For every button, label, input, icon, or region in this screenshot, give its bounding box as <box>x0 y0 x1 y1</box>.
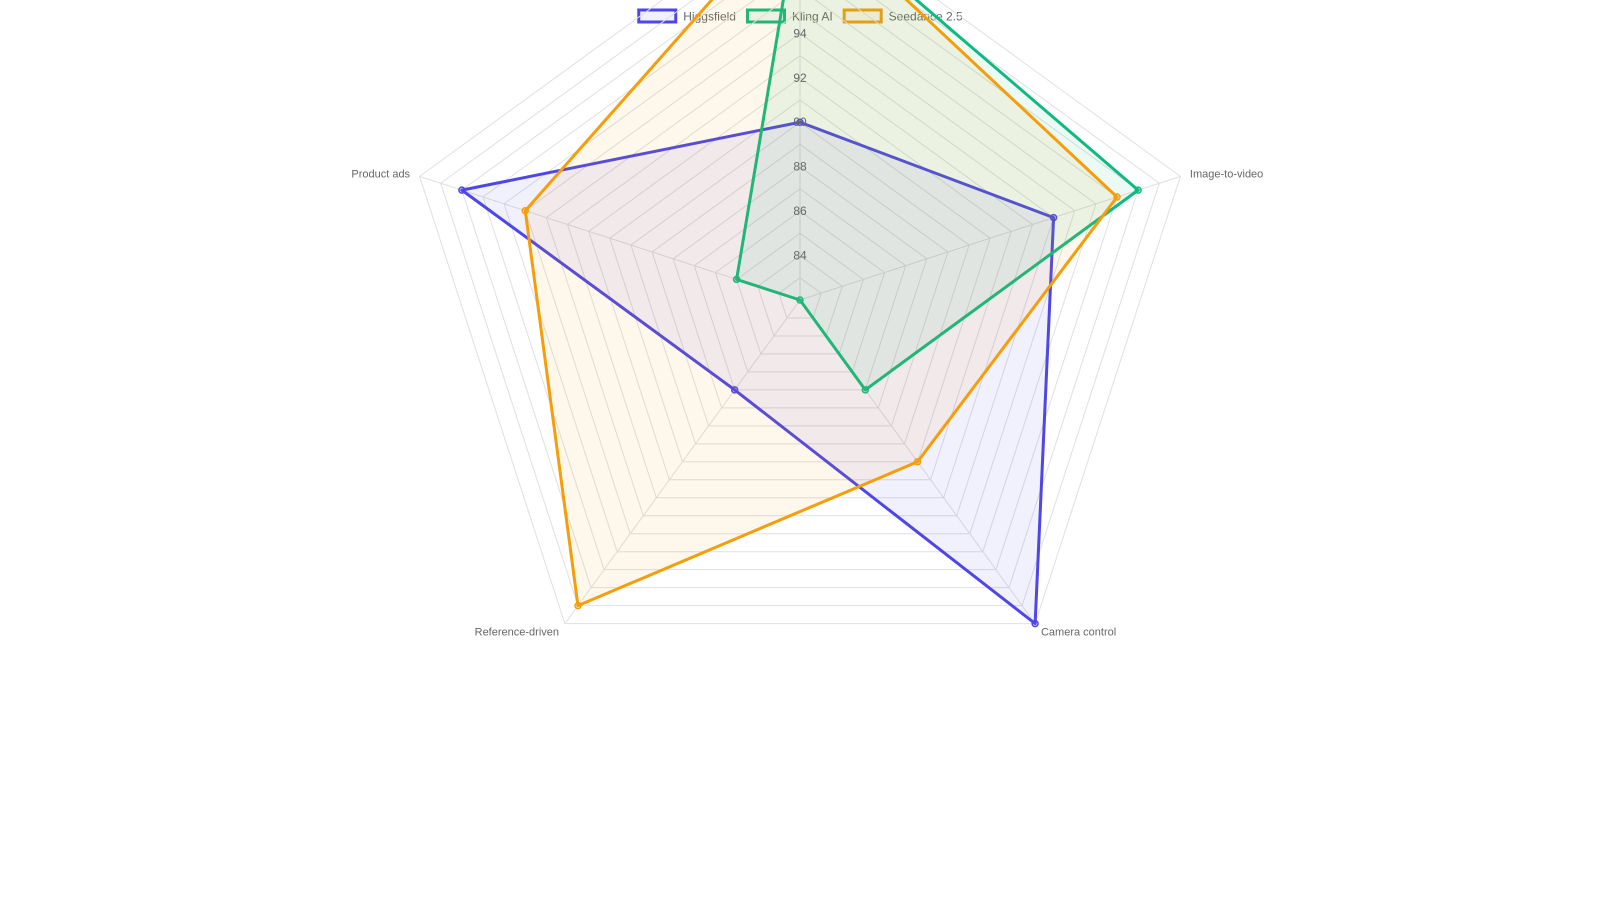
spoke-line <box>564 299 801 624</box>
data-point[interactable] <box>1049 213 1058 222</box>
grid-ring <box>693 188 907 391</box>
data-point[interactable] <box>1113 193 1121 201</box>
grid-ring <box>651 143 949 427</box>
data-point[interactable] <box>861 386 870 394</box>
legend-swatch <box>745 8 786 24</box>
series-seedance-2-5 <box>521 0 1121 610</box>
grid-ring <box>672 166 928 409</box>
tick-label: 94 <box>793 26 807 40</box>
axis-label: Camera control <box>1041 627 1116 639</box>
data-point[interactable] <box>796 118 804 126</box>
grid-ring <box>736 232 864 355</box>
series-higgsfield <box>458 118 1058 628</box>
grid-ring <box>524 10 1076 535</box>
legend-item-kling-ai[interactable]: Kling AI <box>745 8 833 24</box>
data-point[interactable] <box>730 386 739 394</box>
axis-label: Reference-driven <box>475 627 559 639</box>
data-point[interactable] <box>1134 186 1142 194</box>
axis-label: Image-to-video <box>1190 168 1263 180</box>
series-area-seedance-2-5 <box>523 0 1119 608</box>
tick-label: 90 <box>793 115 807 129</box>
data-point[interactable] <box>574 601 582 610</box>
grid-ring <box>609 99 991 463</box>
data-point[interactable] <box>458 186 466 194</box>
tick-label: 86 <box>793 204 807 218</box>
axis-label: Product ads <box>351 168 410 180</box>
grid-ring <box>503 0 1097 553</box>
data-point[interactable] <box>732 275 741 284</box>
grid-ring <box>418 0 1182 625</box>
data-point[interactable] <box>913 458 922 466</box>
tick-label: 88 <box>793 160 807 174</box>
data-point[interactable] <box>521 206 530 215</box>
grid-ring <box>482 0 1118 571</box>
tick-label: 92 <box>793 71 807 85</box>
radar-series <box>458 0 1142 628</box>
tick-label: 84 <box>793 249 807 263</box>
series-kling-ai <box>732 0 1142 394</box>
grid-ring <box>778 277 822 319</box>
series-area-higgsfield <box>460 120 1056 626</box>
data-point[interactable] <box>1031 619 1039 628</box>
radar-grid <box>418 0 1182 625</box>
series-area-kling-ai <box>735 0 1140 392</box>
grid-ring <box>588 77 1012 481</box>
grid-ring <box>757 254 843 337</box>
grid-ring <box>545 32 1055 517</box>
grid-ring <box>714 210 886 373</box>
grid-ring <box>461 0 1139 589</box>
grid-ring <box>440 0 1160 607</box>
data-point[interactable] <box>796 296 804 304</box>
grid-ring <box>630 121 970 445</box>
radial-tick-labels: 8486889092949698100 <box>793 26 807 263</box>
